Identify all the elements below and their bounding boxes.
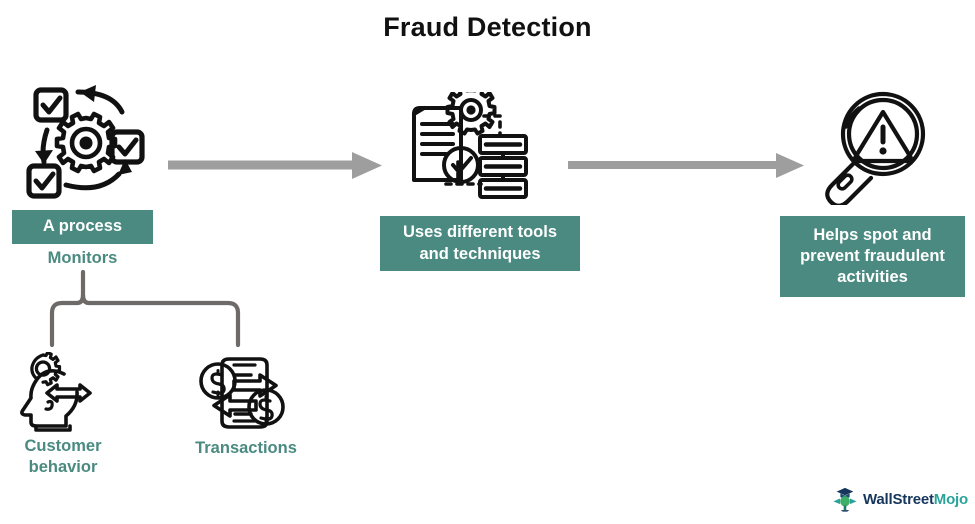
gear-icon — [445, 92, 497, 136]
logo-text-accent: Mojo — [933, 490, 968, 508]
gear-icon — [54, 111, 118, 174]
arrow-2-right-icon — [568, 153, 804, 178]
money-exchange-dollar-icon — [199, 357, 285, 429]
curly-brace-icon — [49, 269, 241, 348]
step-1-box: A process — [12, 210, 153, 244]
page-title: Fraud Detection — [383, 12, 592, 42]
wallstreetmojo-logo[interactable]: WallStreetMojo — [832, 484, 968, 514]
wallstreetmojo-mark-icon — [833, 487, 857, 512]
logo-text-primary: WallStreet — [863, 490, 934, 508]
step-3-box: Helps spot and prevent fraudulent activi… — [780, 216, 965, 297]
magnifier-warning-triangle-icon — [825, 91, 926, 205]
arrow-1-right-icon — [168, 152, 382, 179]
logo-text: WallStreetMojo — [863, 491, 968, 508]
head-profile-gear-arrows-icon — [20, 352, 92, 432]
branch-transactions-label: Transactions — [195, 439, 297, 457]
process-cycle-gear-checkbox-icon — [26, 85, 145, 199]
document-gear-flowchart-icon — [412, 92, 528, 199]
step-1-sub-label: Monitors — [47, 249, 118, 267]
branch-customer-behavior-label: Customer behavior — [24, 437, 102, 476]
cycle-arrowheads-icon — [35, 85, 132, 175]
step-2-box: Uses different tools and techniques — [380, 216, 580, 271]
